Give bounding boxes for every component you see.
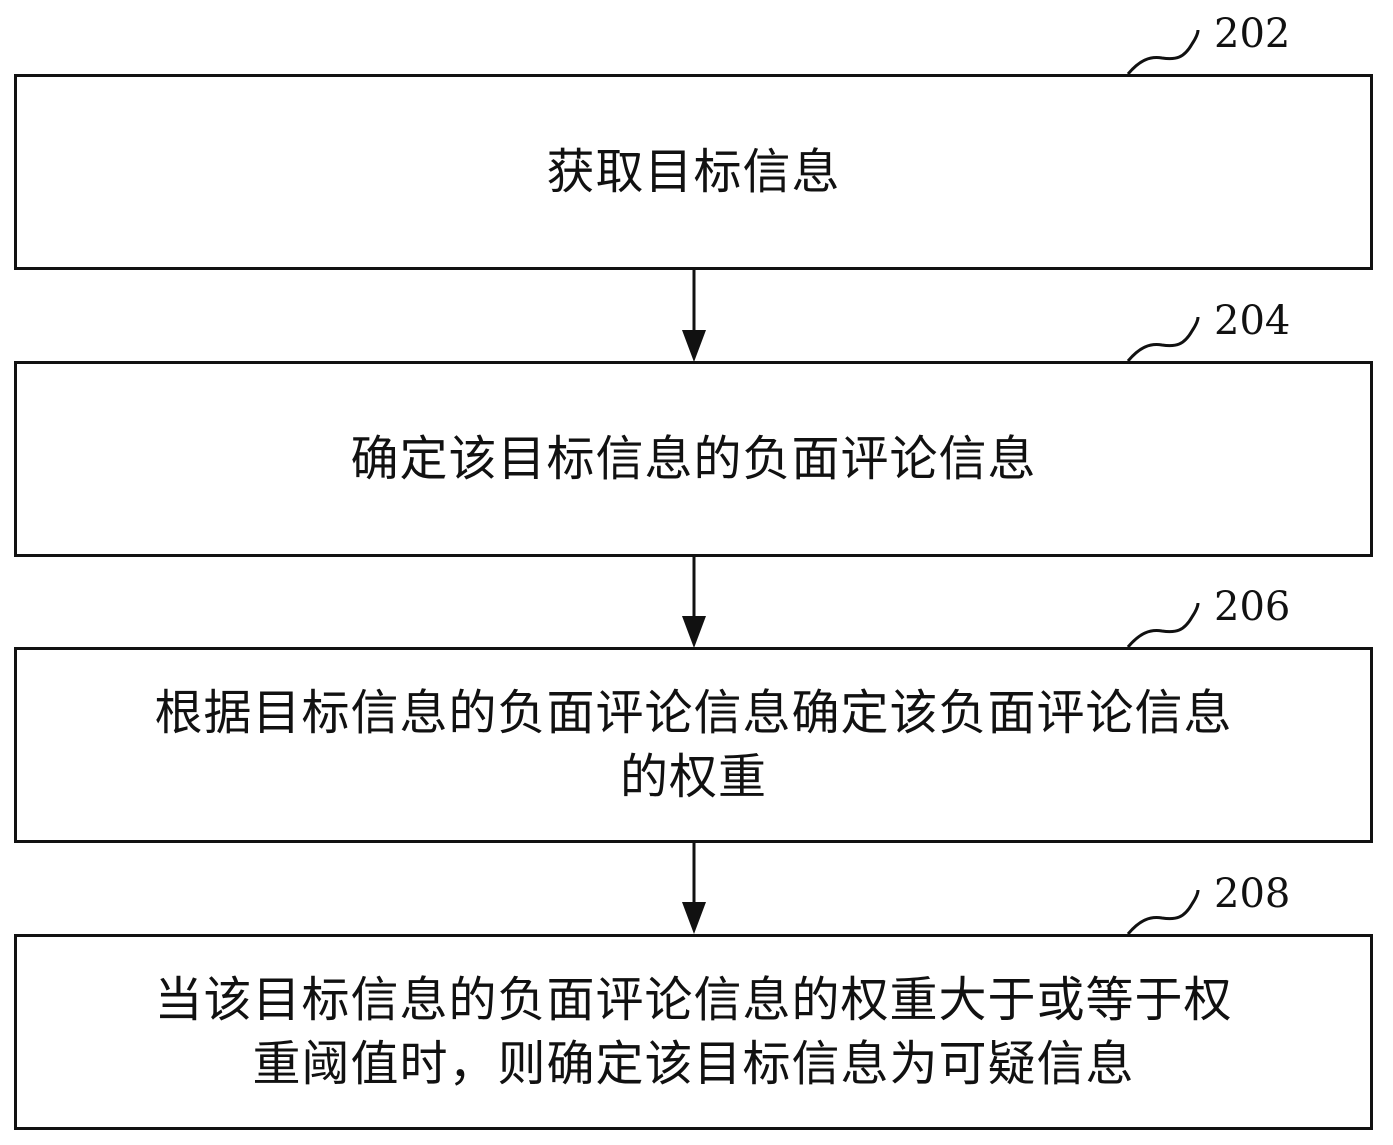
arrow-202-to-204 (682, 270, 706, 362)
leader-206 (1126, 602, 1200, 648)
arrow-206-to-208 (682, 843, 706, 934)
step-text-206: 根据目标信息的负面评论信息确定该负面评论信息 的权重 (154, 685, 1233, 805)
step-number-206: 206 (1214, 584, 1291, 630)
step-text-202: 获取目标信息 (546, 144, 841, 200)
step-number-204: 204 (1214, 298, 1291, 344)
step-text-204: 确定该目标信息的负面评论信息 (350, 431, 1037, 487)
step-number-208: 208 (1214, 871, 1291, 917)
step-number-202: 202 (1214, 11, 1291, 57)
step-box-204: 确定该目标信息的负面评论信息 (14, 361, 1373, 557)
step-box-202: 获取目标信息 (14, 74, 1373, 270)
step-box-206: 根据目标信息的负面评论信息确定该负面评论信息 的权重 (14, 647, 1373, 843)
step-box-208: 当该目标信息的负面评论信息的权重大于或等于权 重阈值时，则确定该目标信息为可疑信… (14, 934, 1373, 1130)
arrow-204-to-206 (682, 557, 706, 648)
step-text-208: 当该目标信息的负面评论信息的权重大于或等于权 重阈值时，则确定该目标信息为可疑信… (154, 972, 1233, 1092)
leader-202 (1126, 29, 1200, 75)
leader-204 (1126, 316, 1200, 362)
leader-208 (1126, 889, 1200, 935)
